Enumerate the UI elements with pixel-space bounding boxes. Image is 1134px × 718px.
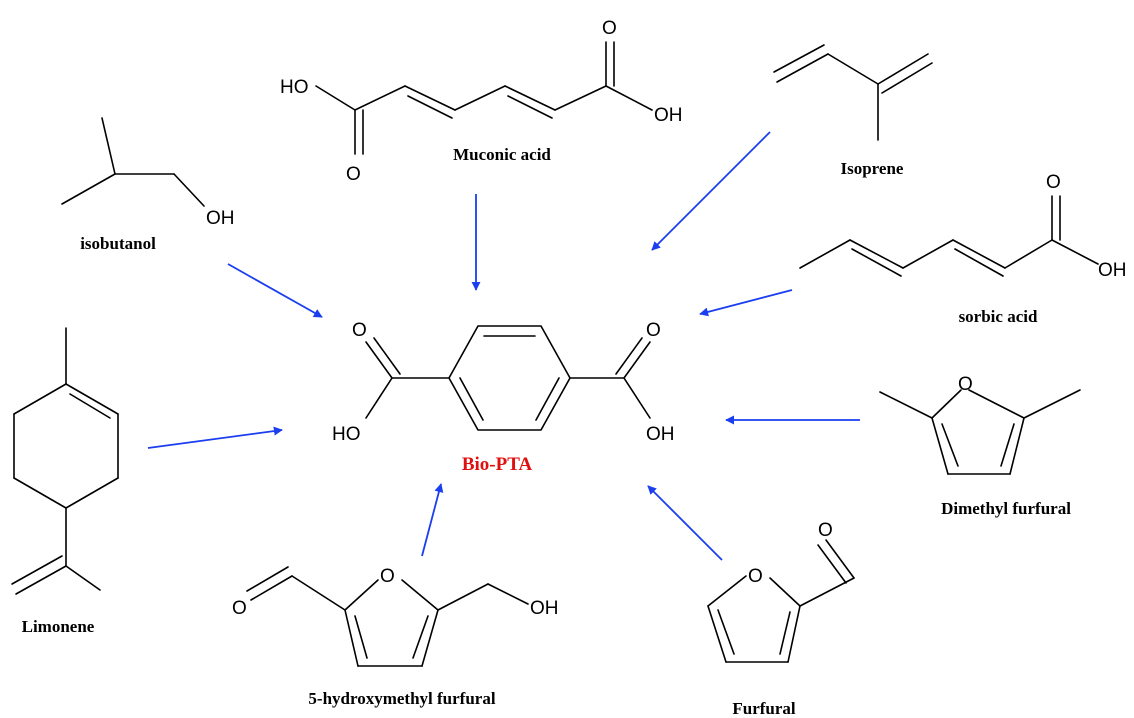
atom-o: O <box>818 520 833 541</box>
atom-ho: HO <box>280 77 309 98</box>
arrow-isobutanol <box>227 263 323 318</box>
atom-o: O <box>1046 172 1061 193</box>
atom-o: O <box>646 320 661 341</box>
atom-oh: OH <box>646 424 675 445</box>
muconic-acid-structure: HO O O OH <box>280 18 683 185</box>
isobutanol-structure: OH <box>61 117 235 229</box>
limonene-structure <box>11 327 119 595</box>
isoprene-structure <box>773 44 933 141</box>
atom-oh: OH <box>206 208 235 229</box>
product-label: Bio-PTA <box>462 454 533 475</box>
atom-o: O <box>352 320 367 341</box>
atom-o: O <box>958 374 973 395</box>
muconic-acid-label: Muconic acid <box>453 145 551 164</box>
atom-oh: OH <box>530 598 559 619</box>
atom-o: O <box>232 598 247 619</box>
arrow-isoprene <box>651 131 771 251</box>
arrow-sorbic <box>699 289 793 317</box>
terephthalic-acid-structure: O HO O OH <box>332 320 675 445</box>
arrow-limonene <box>147 426 283 449</box>
furfural-structure: O O <box>707 520 855 663</box>
dimethyl-furfural-structure: O <box>879 374 1081 475</box>
atom-o: O <box>380 566 395 587</box>
atom-o: O <box>346 164 361 185</box>
hmf-structure: O O OH <box>232 566 559 667</box>
isoprene-label: Isoprene <box>841 159 904 178</box>
limonene-label: Limonene <box>22 617 95 636</box>
furfural-label: Furfural <box>732 699 796 718</box>
arrow-hmf <box>421 483 444 557</box>
isobutanol-label: isobutanol <box>80 234 156 253</box>
atom-oh: OH <box>1098 260 1127 281</box>
sorbic-acid-structure: O OH <box>799 172 1127 281</box>
atom-oh: OH <box>654 105 683 126</box>
atom-ho: HO <box>332 424 361 445</box>
arrow-furfural <box>647 485 723 561</box>
dimethyl-furfural-label: Dimethyl furfural <box>941 499 1071 518</box>
atom-o: O <box>748 566 763 587</box>
atom-o: O <box>602 18 617 39</box>
sorbic-acid-label: sorbic acid <box>959 307 1038 326</box>
hmf-label: 5-hydroxymethyl furfural <box>308 689 495 708</box>
conversion-arrows <box>147 131 860 561</box>
